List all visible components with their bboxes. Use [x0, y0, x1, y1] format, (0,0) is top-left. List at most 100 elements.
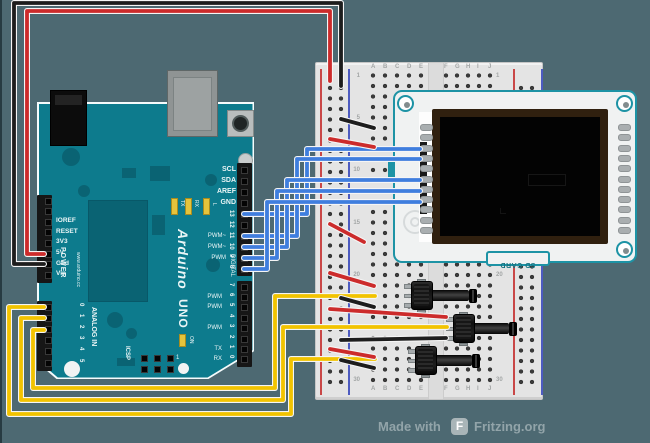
- jumper-black-row26[interactable]: [339, 336, 448, 342]
- breadboard-hole: [394, 367, 400, 372]
- breadboard-rail-hole: [529, 85, 535, 91]
- usb-port-inner: [173, 77, 212, 131]
- jumper-red-row21[interactable]: [328, 271, 376, 288]
- breadboard-rail-hole: [327, 379, 333, 385]
- pwm-label: PWM~: [207, 243, 226, 250]
- power-pin-IOREF[interactable]: [45, 218, 52, 226]
- digital-pin-GND[interactable]: [241, 199, 248, 207]
- display-pad: [420, 216, 433, 224]
- pwm-label: RX: [213, 356, 222, 363]
- wire-gnd-black[interactable]: [12, 1, 343, 266]
- analog-pin-A4[interactable]: [45, 348, 52, 356]
- analog-pin-A3[interactable]: [45, 337, 52, 345]
- breadboard-rail-hole: [338, 369, 344, 374]
- pin-number-0: 0: [228, 355, 234, 359]
- arduino-url-text: www.arduino.cc: [75, 252, 81, 288]
- wire-a1-yellow[interactable]: [19, 316, 449, 402]
- power-pin-label-5V: 5V: [56, 249, 64, 256]
- breadboard-hole: [406, 83, 412, 89]
- breadboard-hole: [394, 356, 400, 362]
- breadboard-hole: [382, 304, 388, 309]
- jumper-red-row7[interactable]: [328, 137, 376, 149]
- power-jack-inner: [55, 95, 82, 105]
- jumper-black-row29[interactable]: [339, 358, 376, 370]
- breadboard-rail-hole: [518, 348, 524, 353]
- jumper-red-row24[interactable]: [328, 307, 448, 319]
- power-pin-label-RESET: RESET: [56, 227, 78, 235]
- analog-pin-A5[interactable]: [45, 359, 52, 367]
- breadboard-hole: [382, 262, 388, 267]
- breadboard-hole: [454, 83, 460, 89]
- digital-pin-7[interactable]: [241, 283, 248, 291]
- breadboard-rail-hole: [518, 327, 524, 332]
- pwm-label: PWM: [207, 325, 222, 332]
- wire-a0-yellow[interactable]: [7, 305, 377, 416]
- pcb-component: [122, 168, 136, 178]
- breadboard-hole: [370, 115, 376, 120]
- wire-a2-yellow[interactable]: [31, 294, 377, 390]
- breadboard-rail-hole: [338, 243, 344, 248]
- power-pin-0[interactable]: [45, 197, 52, 205]
- wire-5v-red[interactable]: [25, 9, 332, 256]
- wire-d8-blue[interactable]: [242, 200, 422, 271]
- breadboard-row-label: 15: [353, 219, 360, 226]
- breadboard-hole: [370, 346, 376, 351]
- power-pin-1[interactable]: [45, 208, 52, 216]
- tx-led-label: TX: [179, 200, 185, 207]
- wire-a2-yellow-outline: [30, 293, 378, 391]
- wire-d11-blue[interactable]: [242, 157, 422, 238]
- pcb-component: [62, 148, 80, 166]
- power-pin-Vin[interactable]: [45, 271, 52, 279]
- breadboard-rail-hole: [518, 285, 524, 290]
- power-pin-RESET[interactable]: [45, 229, 52, 237]
- pot-shaft[interactable]: [437, 355, 472, 366]
- display-pad: [618, 175, 631, 183]
- pin-number-1: 1: [228, 344, 234, 349]
- breadboard-hole: [382, 220, 388, 225]
- display-pad: [420, 165, 433, 173]
- pot-knurl: [469, 288, 477, 303]
- breadboard-hole: [487, 335, 493, 341]
- breadboard-hole: [465, 83, 471, 89]
- digital-pin-SCL[interactable]: [241, 166, 248, 174]
- jumper-black-row5[interactable]: [339, 117, 376, 130]
- jumper-red-row16[interactable]: [328, 222, 366, 244]
- digital-pin-SDA[interactable]: [241, 177, 248, 185]
- analog-pin-label-0: 0: [78, 302, 84, 306]
- breadboard-hole: [370, 377, 376, 383]
- digital-pin-4[interactable]: [241, 314, 248, 322]
- pin-number-10: 10: [228, 242, 234, 250]
- digital-pin-1[interactable]: [241, 345, 248, 353]
- icsp-label: ICSP: [124, 346, 130, 361]
- pot-shaft[interactable]: [475, 323, 509, 334]
- digital-pin-2[interactable]: [241, 335, 248, 343]
- digital-pin-0[interactable]: [241, 356, 248, 364]
- digital-pin-3[interactable]: [241, 325, 248, 333]
- breadboard-hole: [382, 94, 388, 99]
- pwm-label: PWM: [207, 304, 222, 311]
- breadboard-rail-hole: [529, 327, 535, 332]
- breadboard-column-label: E: [419, 63, 424, 70]
- breadboard-rail-hole: [338, 96, 344, 101]
- screw-hole: [616, 95, 633, 112]
- digital-pin-AREF[interactable]: [241, 188, 248, 196]
- digital-pin-6[interactable]: [241, 293, 248, 301]
- fritzing-org-link[interactable]: Fritzing.org: [474, 419, 546, 434]
- breadboard-row-label: 1: [356, 72, 360, 79]
- display-pad: [618, 134, 631, 142]
- breadboard-hole: [454, 377, 460, 383]
- breadboard-hole: [443, 377, 449, 383]
- breadboard-hole: [382, 83, 388, 89]
- digital-pin-12[interactable]: [241, 221, 248, 229]
- wire-d9-blue[interactable]: [242, 189, 422, 260]
- breadboard-hole: [370, 230, 376, 236]
- digital-pin-5[interactable]: [241, 304, 248, 312]
- jumper-black-row23[interactable]: [339, 296, 376, 309]
- jumper-red-row27[interactable]: [328, 347, 376, 359]
- breadboard-hole: [487, 293, 493, 299]
- breadboard-hole: [382, 73, 388, 78]
- digital-group-label: DIGITAL: [229, 254, 235, 277]
- power-pin-3V3[interactable]: [45, 239, 52, 247]
- pot-shaft[interactable]: [433, 290, 469, 301]
- breadboard-hole: [454, 283, 460, 288]
